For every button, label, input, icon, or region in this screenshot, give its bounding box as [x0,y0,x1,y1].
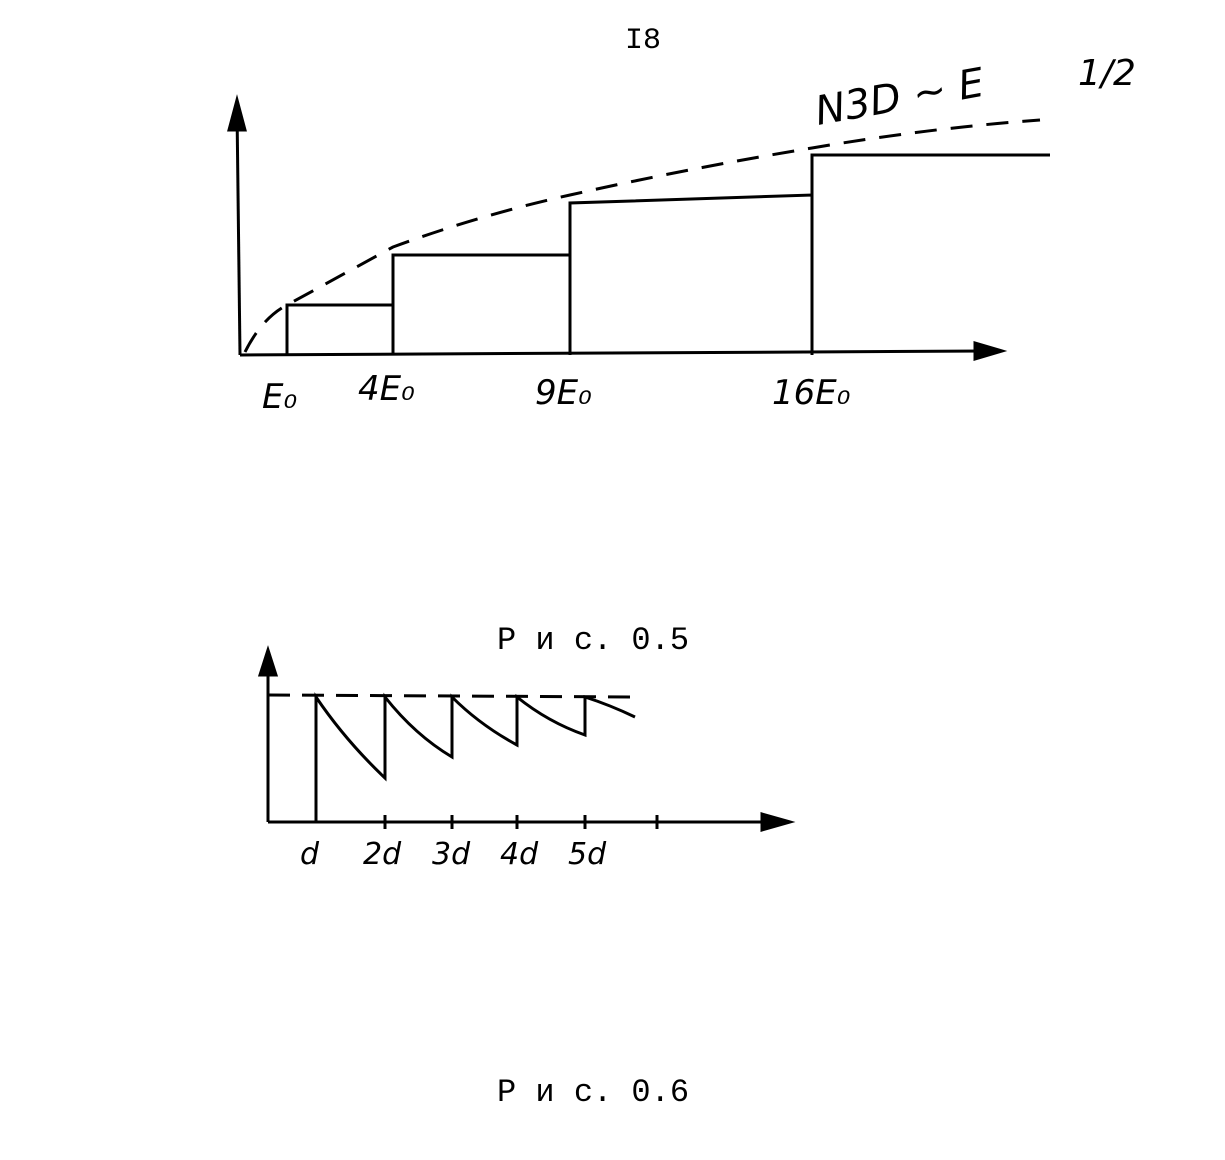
label-9e0: 9E₀ [535,373,592,413]
x-ticks [383,815,659,829]
caption-fig-0-6: Р и с. 0.6 [497,1074,690,1111]
y-axis-arrow-2 [257,645,279,677]
sqrt-dashed-curve [243,118,1041,353]
curve-exponent: 1/2 [1078,53,1136,94]
y-axis-arrow [227,94,247,132]
x-axis [239,349,986,357]
label-5d: 5d [568,837,607,872]
label-16e0: 16E₀ [772,373,851,413]
sawtooth-curve [314,692,636,822]
page-number: I8 [625,24,662,58]
x-axis-arrow [973,340,1008,362]
label-4e0: 4E₀ [358,369,415,409]
y-axis [235,109,242,356]
label-2d: 2d [363,837,402,872]
curve-label: N3D ~ E [812,60,989,135]
x-axis-arrow-2 [760,812,796,832]
label-d: d [300,837,320,872]
label-3d: 3d [432,837,471,872]
saturation-dashed-line [267,693,641,699]
label-4d: 4d [500,837,539,872]
step-function [285,153,1050,355]
label-e0: E₀ [262,377,297,417]
caption-fig-0-5: Р и с. 0.5 [497,622,690,659]
